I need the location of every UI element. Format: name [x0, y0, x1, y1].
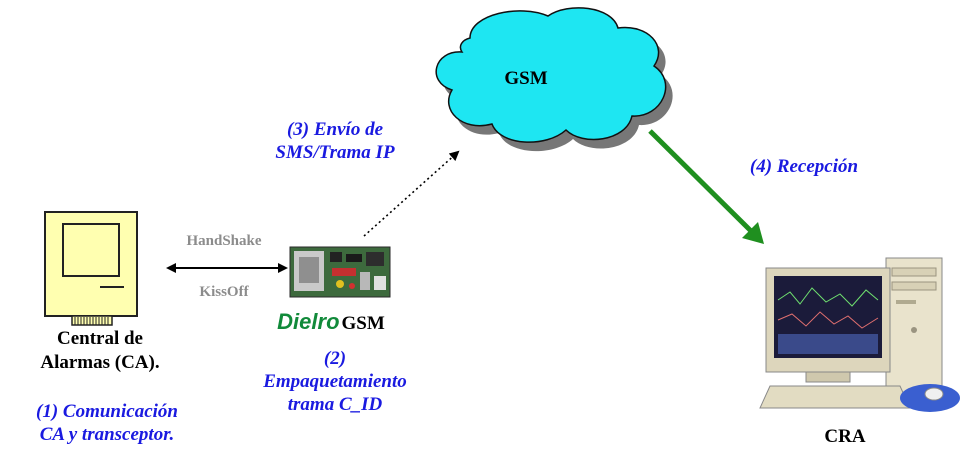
transceiver-board-icon — [289, 246, 391, 298]
step2-line3: trama C_ID — [287, 394, 383, 415]
gsm-cloud-label: GSM — [504, 68, 548, 89]
step4-label: (4) Recepción — [749, 156, 859, 177]
alarm-panel-label: Central de Alarmas (CA). — [20, 327, 180, 375]
cra-workstation-icon — [759, 257, 960, 412]
handshake-label: HandShake — [186, 233, 262, 249]
step2-label: (2) Empaquetamiento trama C_ID — [230, 347, 440, 416]
alarm-panel-line1: Central de — [56, 328, 143, 349]
alarm-panel-icon — [44, 211, 138, 326]
transceiver-model: GSM — [341, 313, 385, 334]
brand-logo: Dielro — [277, 309, 340, 334]
step2-line2: Empaquetamiento — [263, 371, 407, 392]
step2-line1: (2) — [323, 348, 347, 369]
alarm-panel-line2: Alarmas (CA). — [40, 352, 160, 373]
step1-line2: CA y transceptor. — [39, 424, 175, 445]
step3-label: (3) Envío de SMS/Trama IP — [240, 118, 430, 164]
sms-ip-dotted-arrow — [363, 150, 460, 237]
cra-label: CRA — [824, 426, 866, 447]
gsm-cloud — [435, 7, 673, 152]
reception-arrow — [648, 129, 764, 244]
step3-line1: (3) Envío de — [286, 119, 384, 140]
kissoff-label: KissOff — [199, 284, 249, 300]
step1-label: (1) Comunicación CA y transceptor. — [2, 400, 212, 446]
step3-line2: SMS/Trama IP — [275, 142, 395, 163]
step1-line1: (1) Comunicación — [36, 401, 178, 422]
